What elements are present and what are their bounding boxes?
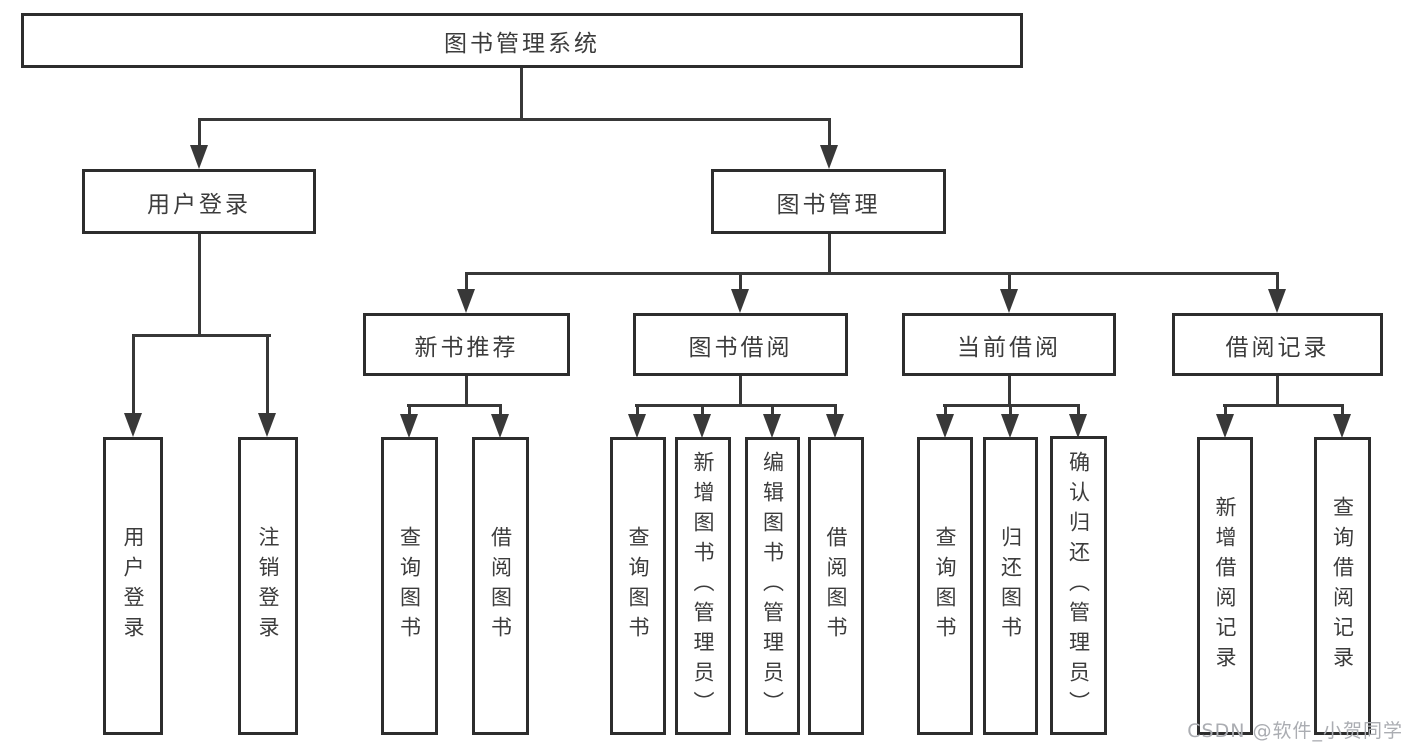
- arrowhead-to-cb-confirm: [1069, 414, 1087, 438]
- node-label: 注销登录: [256, 526, 280, 646]
- edge-to-br-add-stem: [1224, 404, 1227, 416]
- edge-root-stem: [520, 66, 523, 120]
- edge-to-borrowing-records-stem: [1276, 272, 1279, 294]
- arrowhead-to-rec-borrow: [491, 414, 509, 438]
- edge-level3-hline: [465, 272, 1279, 275]
- node-label: 查询图书: [933, 526, 957, 646]
- node-label: 查询图书: [626, 526, 650, 646]
- leaf-add-borrow-record: 新增借阅记录: [1197, 437, 1253, 735]
- arrowhead-to-book-borrowing: [731, 289, 749, 313]
- arrowhead-to-bb-edit: [763, 414, 781, 438]
- edge-new-book-hline: [407, 404, 502, 407]
- node-label: 查询借阅记录: [1330, 496, 1355, 676]
- node-label: 图书管理: [776, 191, 881, 218]
- edge-new-book-stem: [465, 374, 468, 407]
- arrowhead-to-br-query: [1333, 414, 1351, 438]
- leaf-borrow-books-borrowing: 借阅图书: [808, 437, 864, 735]
- node-book-borrowing: 图书借阅: [633, 313, 848, 376]
- edge-level2-hline: [198, 118, 831, 121]
- node-label: 借阅图书: [824, 526, 848, 646]
- node-book-management: 图书管理: [711, 169, 946, 234]
- leaf-edit-books-admin: 编辑图书（管理员）: [745, 437, 800, 735]
- edge-borrowing-records-hline: [1223, 404, 1344, 407]
- edge-book-borrowing-stem2: [739, 374, 742, 407]
- edge-to-current-borrowing-stem: [1008, 272, 1011, 294]
- node-label: 确认归还（管理员）: [1066, 450, 1091, 721]
- edge-to-book-borrowing-stem: [739, 272, 742, 294]
- node-label: 借阅记录: [1225, 334, 1330, 361]
- arrowhead-to-current-borrowing: [1000, 289, 1018, 313]
- node-label: 查询图书: [397, 526, 422, 646]
- edge-user-login-stem: [198, 231, 201, 336]
- arrowhead-to-borrowing-records: [1268, 289, 1286, 313]
- arrowhead-to-bb-query: [628, 414, 646, 438]
- node-current-borrowing: 当前借阅: [902, 313, 1116, 376]
- arrowhead-to-user-login: [190, 145, 208, 169]
- edge-to-new-book-stem: [465, 272, 468, 294]
- edge-book-borrowing-hline: [635, 404, 837, 407]
- arrowhead-to-bb-add: [693, 414, 711, 438]
- edge-to-bb-edit-stem: [771, 404, 774, 416]
- node-label: 图书管理系统: [444, 30, 600, 57]
- leaf-query-books-current: 查询图书: [917, 437, 973, 735]
- leaf-confirm-return-admin: 确认归还（管理员）: [1050, 436, 1107, 735]
- arrowhead-to-logout: [258, 413, 276, 437]
- arrowhead-to-rec-query: [400, 414, 418, 438]
- edge-to-bb-query-stem: [636, 404, 639, 416]
- edge-to-rec-borrow-stem: [499, 404, 502, 416]
- edge-to-cb-return-stem: [1009, 404, 1012, 416]
- edge-to-bb-borrow-stem: [834, 404, 837, 416]
- leaf-query-books-borrowing: 查询图书: [610, 437, 666, 735]
- leaf-return-books: 归还图书: [983, 437, 1038, 735]
- node-user-login: 用户登录: [82, 169, 316, 234]
- leaf-query-borrow-record: 查询借阅记录: [1314, 437, 1371, 735]
- edge-book-management-stem: [828, 232, 831, 274]
- csdn-watermark: CSDN @软件_小贺同学: [1187, 720, 1403, 742]
- edge-borrowing-records-stem2: [1276, 374, 1279, 407]
- arrowhead-to-cb-return: [1001, 414, 1019, 438]
- node-label: 当前借阅: [957, 334, 1061, 361]
- edge-to-user-login-stem: [198, 118, 201, 150]
- arrowhead-to-login: [124, 413, 142, 437]
- edge-current-borrowing-stem2: [1008, 374, 1011, 407]
- node-label: 新增借阅记录: [1213, 496, 1237, 676]
- leaf-add-books-admin: 新增图书（管理员）: [675, 437, 731, 735]
- node-borrowing-records: 借阅记录: [1172, 313, 1383, 376]
- edge-to-rec-query-stem: [408, 404, 411, 416]
- arrowhead-to-cb-query: [936, 414, 954, 438]
- edge-to-login-stem: [132, 334, 135, 416]
- leaf-user-login: 用户登录: [103, 437, 163, 735]
- edge-user-login-hline: [132, 334, 271, 337]
- edge-to-br-query-stem: [1341, 404, 1344, 416]
- arrowhead-to-book-management: [820, 145, 838, 169]
- arrowhead-to-new-book: [457, 289, 475, 313]
- node-label: 编辑图书（管理员）: [760, 451, 785, 721]
- edge-to-bb-add-stem: [701, 404, 704, 416]
- edge-to-logout-stem: [266, 334, 269, 416]
- node-root: 图书管理系统: [21, 13, 1023, 68]
- arrowhead-to-br-add: [1216, 414, 1234, 438]
- node-label: 新书推荐: [414, 334, 519, 361]
- leaf-borrow-books-recommend: 借阅图书: [472, 437, 529, 735]
- edge-to-cb-confirm-stem: [1077, 404, 1080, 416]
- node-label: 新增图书（管理员）: [691, 451, 715, 721]
- leaf-query-books-recommend: 查询图书: [381, 437, 438, 735]
- node-new-book-recommendation: 新书推荐: [363, 313, 570, 376]
- edge-to-cb-query-stem: [944, 404, 947, 416]
- node-label: 用户登录: [121, 526, 145, 646]
- node-label: 图书借阅: [688, 334, 793, 361]
- node-label: 归还图书: [998, 526, 1023, 646]
- node-label: 用户登录: [147, 191, 251, 218]
- edge-to-book-management-stem: [828, 118, 831, 150]
- arrowhead-to-bb-borrow: [826, 414, 844, 438]
- leaf-logout-login: 注销登录: [238, 437, 298, 735]
- node-label: 借阅图书: [488, 526, 513, 646]
